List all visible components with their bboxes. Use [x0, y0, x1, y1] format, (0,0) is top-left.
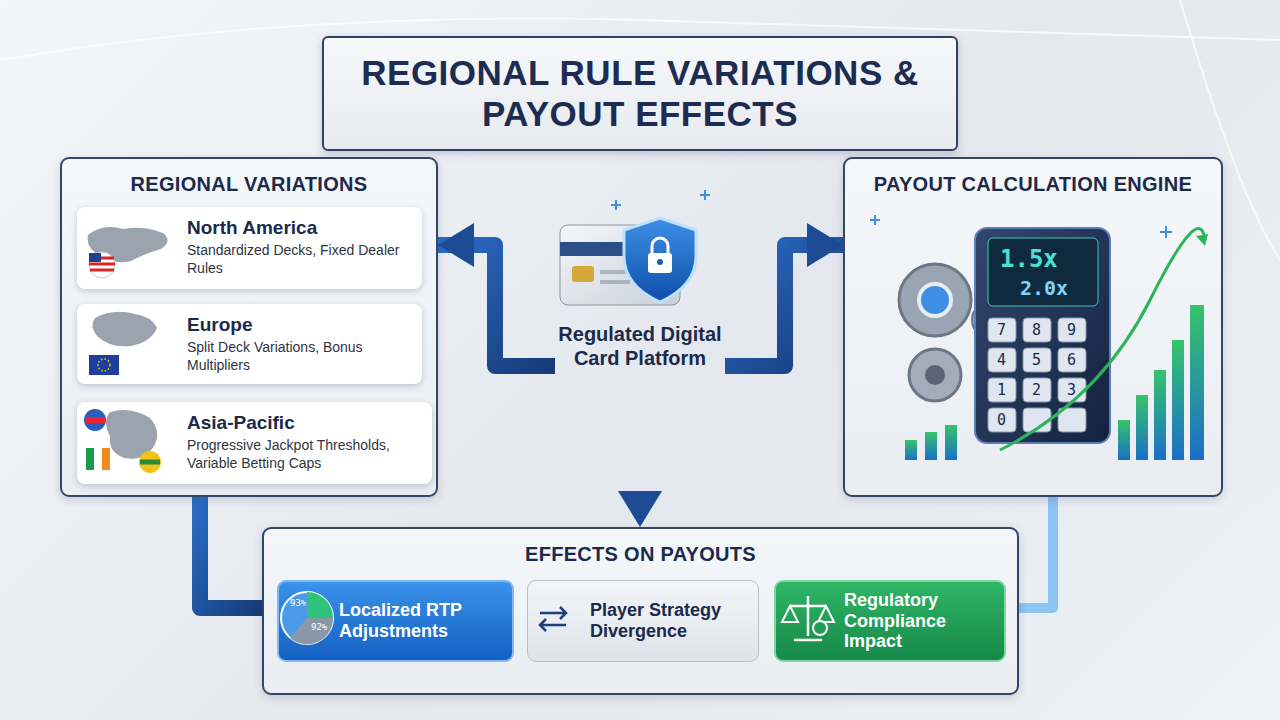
- flow-arrow: [438, 245, 555, 366]
- key-digit: 6: [1067, 351, 1076, 369]
- key-digit: 2: [1032, 381, 1041, 399]
- node-text: Regulatory Compliance Impact: [844, 590, 996, 652]
- key-digit: 3: [1067, 381, 1076, 399]
- flow-arrow: [632, 376, 648, 527]
- panel-heading: PAYOUT CALCULATION ENGINE: [845, 159, 1221, 196]
- node-text: Regulated Digital Card Platform: [555, 322, 725, 370]
- pie-value: 92%: [311, 622, 327, 632]
- key-digit: 8: [1032, 321, 1041, 339]
- region-card: EuropeSplit Deck Variations, Bonus Multi…: [77, 304, 422, 384]
- effect-pill: Localized RTP Adjustments: [277, 580, 514, 662]
- node-text: Localized RTP Adjustments: [339, 600, 504, 641]
- region-name: North America: [187, 217, 414, 239]
- title-box: REGIONAL RULE VARIATIONS & PAYOUT EFFECT…: [322, 36, 958, 151]
- calculator-illustration: [870, 215, 1208, 460]
- section-panel: EFFECTS ON PAYOUTS Localized RTP Adjustme…: [262, 527, 1019, 695]
- region-rules: Progressive Jackpot Thresholds, Variable…: [187, 437, 424, 472]
- region-rules: Standardized Decks, Fixed Dealer Rules: [187, 242, 414, 277]
- card-shield-icon: [560, 190, 710, 305]
- panel-heading: EFFECTS ON PAYOUTS: [264, 529, 1017, 566]
- key-digit: 5: [1032, 351, 1041, 369]
- panel-heading: REGIONAL VARIATIONS: [62, 159, 436, 196]
- region-rules: Split Deck Variations, Bonus Multipliers: [187, 339, 414, 374]
- region-card: North AmericaStandardized Decks, Fixed D…: [77, 207, 422, 289]
- key-digit: 4: [997, 351, 1006, 369]
- pie-value: 93%: [290, 598, 306, 608]
- effect-pill: Regulatory Compliance Impact: [774, 580, 1006, 662]
- key-digit: 1: [997, 381, 1006, 399]
- flow-arrow: [200, 497, 262, 608]
- region-card: Asia-PacificProgressive Jackpot Threshol…: [77, 402, 432, 484]
- display-readout: 1.5x: [1000, 245, 1058, 273]
- display-readout: 2.0x: [1020, 276, 1068, 300]
- effect-icons: [281, 592, 834, 644]
- node-text: Player Strategy Divergence: [590, 600, 750, 641]
- flow-arrow: [725, 245, 843, 366]
- title: REGIONAL RULE VARIATIONS & PAYOUT EFFECT…: [344, 52, 936, 135]
- effect-pill: Player Strategy Divergence: [527, 580, 759, 662]
- map-flag-icons: [84, 227, 168, 473]
- key-digit: 9: [1067, 321, 1076, 339]
- platform-label: Regulated Digital Card Platform: [555, 322, 725, 370]
- section-panel: REGIONAL VARIATIONS North AmericaStandard…: [60, 157, 438, 497]
- key-digit: 0: [997, 411, 1006, 429]
- region-name: Asia-Pacific: [187, 412, 424, 434]
- key-digit: 7: [997, 321, 1006, 339]
- flow-arrow: [1019, 497, 1053, 608]
- region-name: Europe: [187, 314, 414, 336]
